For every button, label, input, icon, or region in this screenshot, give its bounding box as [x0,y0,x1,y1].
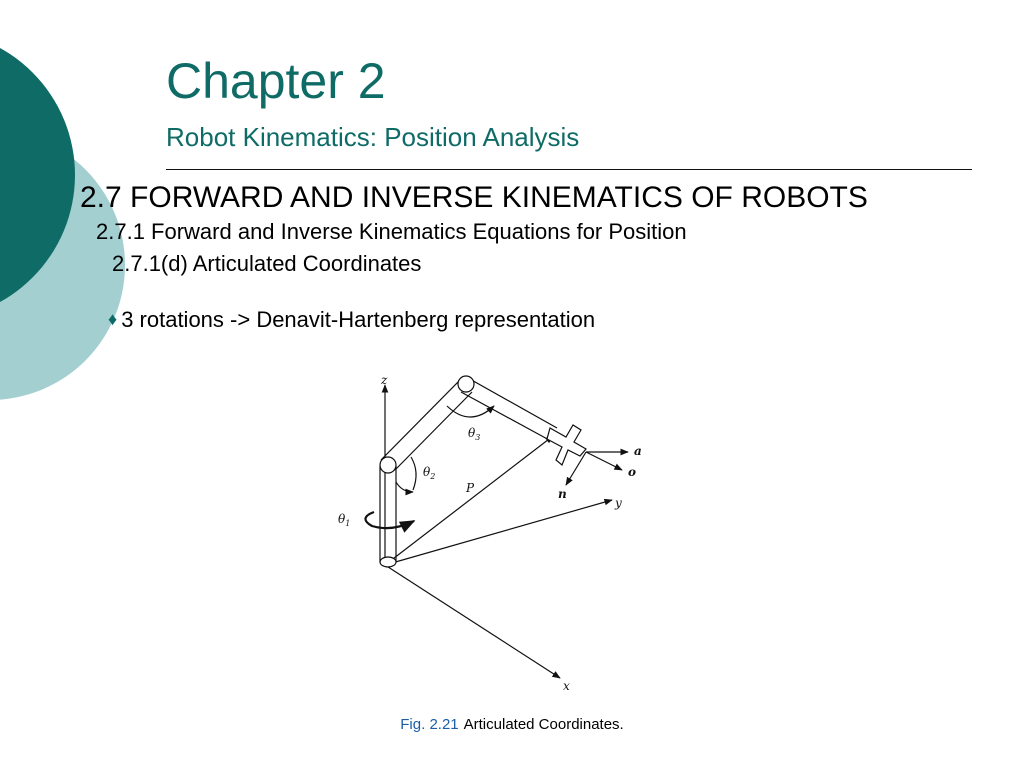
x-axis [384,564,561,679]
forearm-edge-1 [467,377,558,429]
subsection-heading: 2.7.1 Forward and Inverse Kinematics Equ… [96,219,687,244]
theta3-arc [446,405,495,418]
n-label: n [558,487,567,501]
theta3-label: θ3 [468,426,480,442]
forearm-edge-2 [460,391,552,442]
slide-title: Chapter 2 [166,53,386,109]
position-vector [384,435,554,566]
a-label: a [634,444,642,458]
shoulder-joint [379,456,397,474]
y-axis [384,498,613,566]
title-divider [166,169,972,170]
articulated-robot-figure: z y x P a o n θ1 θ2 θ3 [338,373,642,693]
theta1-rotation-arrow [364,510,416,533]
o-label: o [628,465,636,479]
slide-subtitle: Robot Kinematics: Position Analysis [166,122,580,152]
theta2-arc [395,481,414,496]
y-label: y [614,496,622,510]
elbow-joint [457,375,475,393]
dark-teal-circle [0,48,75,302]
figure-caption-text: Articulated Coordinates. [463,716,624,733]
p-label: P [465,481,475,495]
x-label: x [563,679,570,693]
upper-arm-edge-2 [394,391,473,471]
base-column-bottom [379,556,397,568]
diamond-icon: ♦ [108,309,118,330]
figure-number: Fig. 2.21 [400,716,459,733]
upper-arm-edge-1 [380,379,461,461]
decorative-circles [0,48,125,400]
subsubsection-heading: 2.7.1(d) Articulated Coordinates [112,251,422,276]
o-axis [585,451,623,471]
bullet-item: ♦ 3 rotations -> Denavit-Hartenberg repr… [108,307,596,332]
section-heading: 2.7 FORWARD AND INVERSE KINEMATICS OF RO… [80,181,868,214]
theta2-arc-upper [410,456,417,491]
gripper [546,424,587,466]
theta2-label: θ2 [423,465,435,481]
theta1-label: θ1 [338,512,350,528]
z-label: z [380,373,388,387]
n-axis [565,451,587,486]
bullet-text: 3 rotations -> Denavit-Hartenberg repres… [121,307,596,332]
